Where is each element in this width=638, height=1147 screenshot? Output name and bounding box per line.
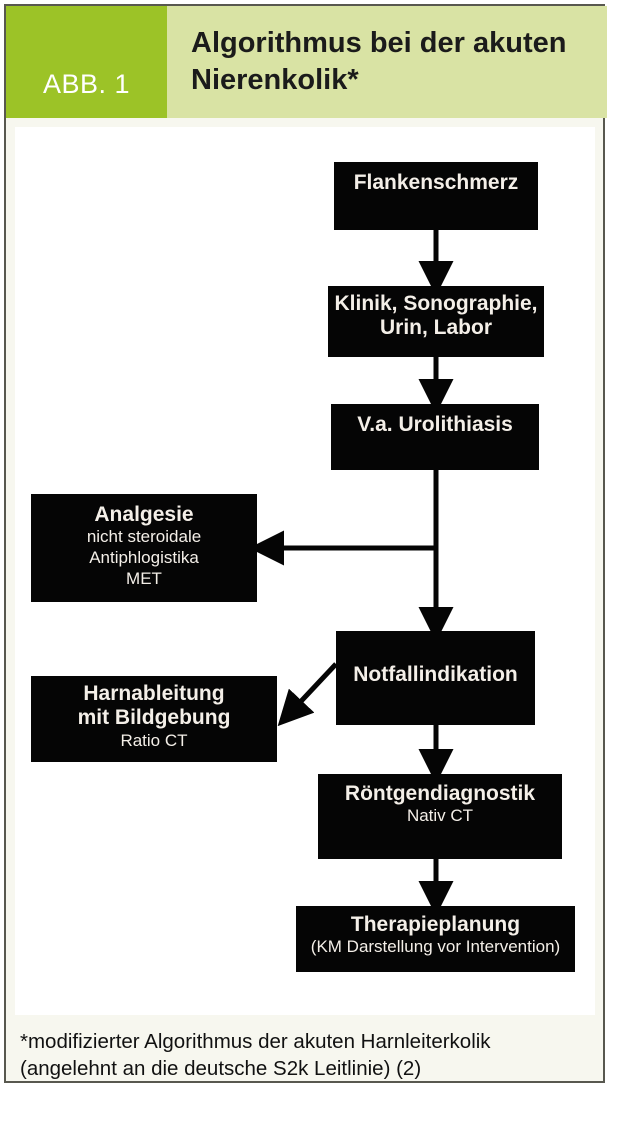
- figure-footnote: *modifizierter Algorithmus der akuten Ha…: [20, 1030, 491, 1081]
- figure-card: ABB. 1 Algorithmus bei der akuten Nieren…: [4, 4, 607, 1083]
- flow-node-subtitle: Nativ CT: [406, 806, 474, 826]
- flow-node-title: Therapieplanung: [350, 913, 521, 936]
- flow-node-title: Notfallindikation: [353, 663, 518, 686]
- flow-node-subtitle: Ratio CT: [120, 730, 188, 750]
- flow-node-subtitle: (KM Darstellung vor Intervention): [310, 937, 561, 957]
- flow-node-harnableitung[interactable]: Harnableitung mit Bildgebung Ratio CT: [31, 676, 277, 762]
- figure-header: ABB. 1 Algorithmus bei der akuten Nieren…: [6, 6, 607, 118]
- flow-node-title: Analgesie: [94, 503, 194, 526]
- flow-node-roentgendiagnostik[interactable]: Röntgendiagnostik Nativ CT: [318, 774, 562, 859]
- flow-node-notfallindikation[interactable]: Notfallindikation: [336, 631, 535, 725]
- flow-node-title: Klinik, Sonographie, Urin, Labor: [334, 292, 538, 340]
- flow-node-flankenschmerz[interactable]: Flankenschmerz: [334, 162, 538, 230]
- flow-node-title: Flankenschmerz: [353, 171, 519, 194]
- figure-number-label: ABB. 1: [42, 69, 131, 99]
- figure-title-band: Algorithmus bei der akuten Nierenkolik*: [167, 6, 607, 118]
- flow-node-verdacht-urolithiasis[interactable]: V.a. Urolithiasis: [331, 404, 539, 470]
- flow-node-analgesie[interactable]: Analgesie nicht steroidale Antiphlogisti…: [31, 494, 257, 602]
- flow-node-subtitle: nicht steroidale Antiphlogistika MET: [86, 527, 202, 588]
- flow-node-klinik[interactable]: Klinik, Sonographie, Urin, Labor: [328, 286, 544, 357]
- figure-number-tag: ABB. 1: [6, 6, 167, 118]
- flowchart-panel: Flankenschmerz Klinik, Sonographie, Urin…: [15, 127, 595, 1015]
- flow-node-therapieplanung[interactable]: Therapieplanung (KM Darstellung vor Inte…: [296, 906, 575, 972]
- edge-notfall-harnableitung: [277, 662, 338, 727]
- flow-node-title: Harnableitung mit Bildgebung: [77, 682, 231, 730]
- flow-node-title: Röntgendiagnostik: [344, 782, 536, 805]
- flow-node-title: V.a. Urolithiasis: [357, 413, 513, 436]
- page-title: Algorithmus bei der akuten Nierenkolik*: [191, 26, 567, 96]
